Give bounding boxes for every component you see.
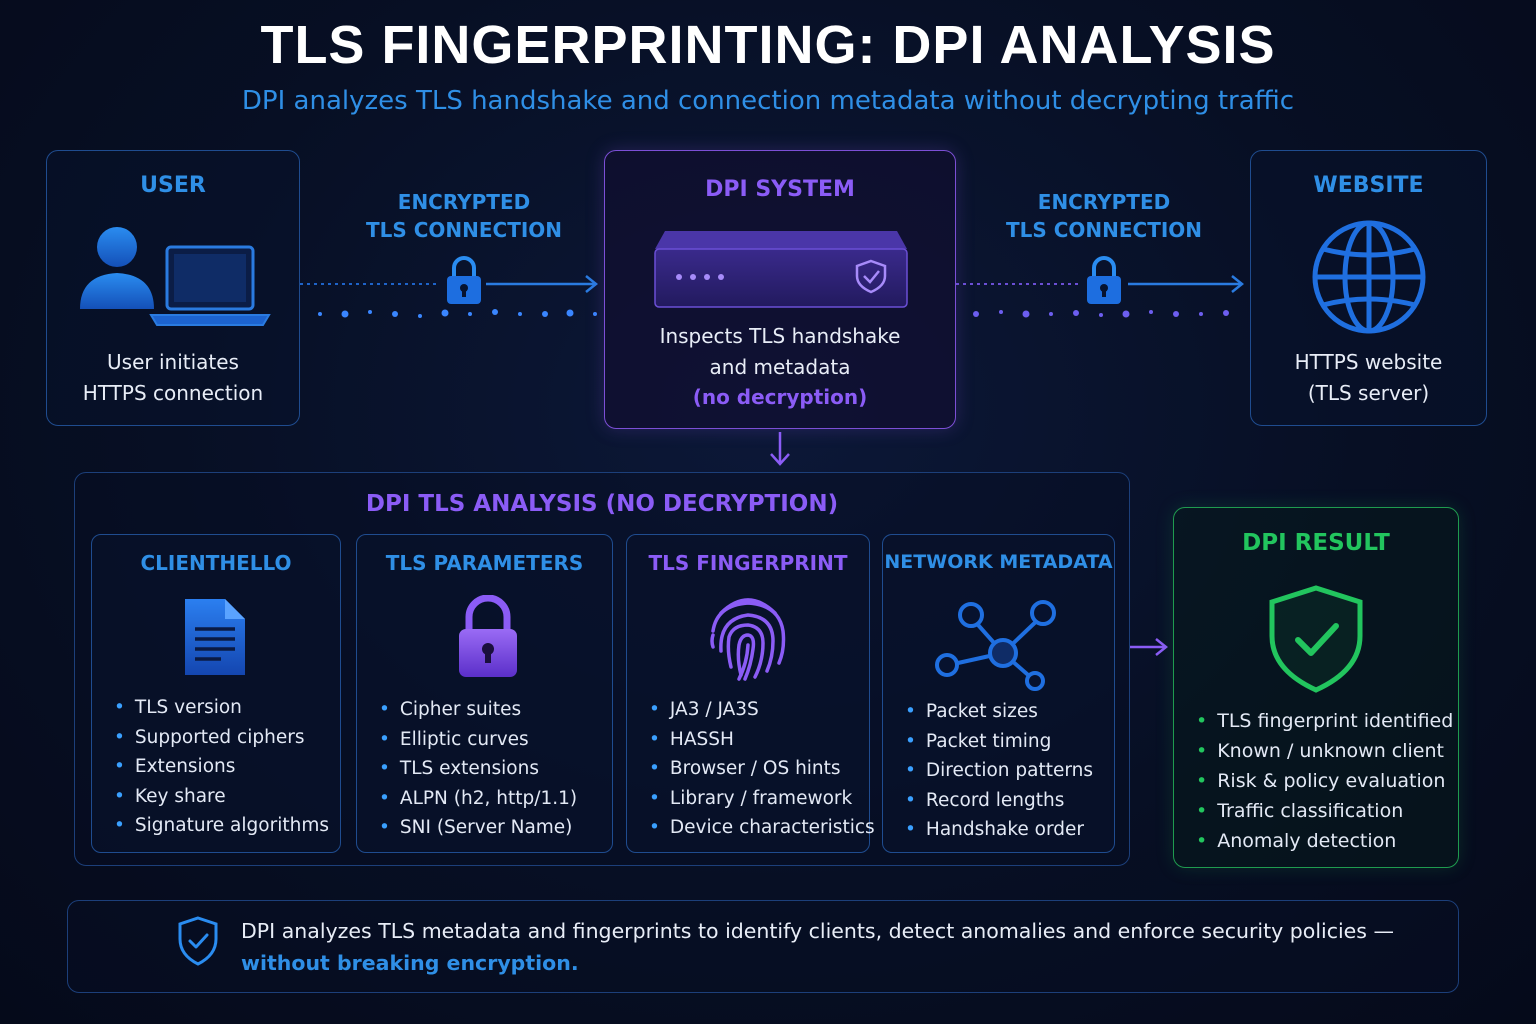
list-item: SNI (Server Name) xyxy=(379,813,606,843)
website-title: WEBSITE xyxy=(1313,173,1424,198)
dpi-system-box: DPI SYSTEM Inspects TLS handshake and me… xyxy=(604,150,956,429)
tls-fingerprint-list: JA3 / JA3S HASSH Browser / OS hints Libr… xyxy=(649,695,875,843)
list-item: HASSH xyxy=(649,725,863,755)
dpi-system-desc-3: (no decryption) xyxy=(692,385,868,409)
network-icon xyxy=(935,600,1056,691)
network-metadata-card: NETWORK METADATA Packet sizes Packet tim… xyxy=(882,534,1115,853)
list-item: Anomaly detection xyxy=(1196,826,1452,856)
dpi-result-box: DPI RESULT TLS fingerprint identified Kn… xyxy=(1173,507,1459,868)
globe-icon xyxy=(1312,220,1426,334)
connection-left-label-2: TLS CONNECTION xyxy=(365,218,563,242)
shield-check-icon xyxy=(178,916,218,966)
connection-right-label-2: TLS CONNECTION xyxy=(1005,218,1203,242)
page-title: TLS FINGERPRINTING: DPI ANALYSIS xyxy=(260,15,1276,75)
dpi-result-title: DPI RESULT xyxy=(1242,530,1390,556)
person-icon xyxy=(80,227,154,309)
tls-parameters-card: TLS PARAMETERS Cipher suites Elliptic cu… xyxy=(356,534,613,853)
footer-text: DPI analyzes TLS metadata and fingerprin… xyxy=(241,919,1394,943)
list-item: Known / unknown client xyxy=(1196,736,1452,766)
list-item: Signature algorithms xyxy=(114,811,334,841)
website-desc-1: HTTPS website xyxy=(1294,350,1443,374)
network-metadata-list: Packet sizes Packet timing Direction pat… xyxy=(905,697,1108,845)
down-arrow-icon xyxy=(770,432,790,466)
list-item: Traffic classification xyxy=(1196,796,1452,826)
connection-right-line xyxy=(956,275,1245,318)
list-item: Key share xyxy=(114,782,334,812)
clienthello-list: TLS version Supported ciphers Extensions… xyxy=(114,693,334,841)
list-item: Record lengths xyxy=(905,786,1108,816)
right-arrow-icon xyxy=(1130,638,1169,656)
list-item: JA3 / JA3S xyxy=(649,695,863,725)
list-item: Risk & policy evaluation xyxy=(1196,766,1452,796)
list-item: Supported ciphers xyxy=(114,723,334,753)
list-item: Device characteristics xyxy=(649,813,875,843)
list-item: Packet sizes xyxy=(905,697,1108,727)
tls-parameters-list: Cipher suites Elliptic curves TLS extens… xyxy=(379,695,606,843)
list-item: Cipher suites xyxy=(379,695,606,725)
connection-left-label-1: ENCRYPTED xyxy=(397,190,531,214)
website-desc-2: (TLS server) xyxy=(1307,381,1430,405)
fingerprint-icon xyxy=(710,598,786,681)
footer-note: DPI analyzes TLS metadata and fingerprin… xyxy=(67,900,1459,993)
list-item: TLS version xyxy=(114,693,334,723)
connection-left-line xyxy=(300,275,599,318)
list-item: TLS extensions xyxy=(379,754,606,784)
list-item: Packet timing xyxy=(905,727,1108,757)
card-title: TLS PARAMETERS xyxy=(385,551,584,575)
card-title: TLS FINGERPRINT xyxy=(648,551,848,575)
list-item: ALPN (h2, http/1.1) xyxy=(379,784,606,814)
tls-fingerprint-card: TLS FINGERPRINT JA3 / JA3S HASSH Browser… xyxy=(626,534,875,853)
dpi-system-desc-1: Inspects TLS handshake xyxy=(659,324,901,348)
user-desc-2: HTTPS connection xyxy=(82,381,264,405)
document-icon xyxy=(185,599,245,675)
dpi-system-title: DPI SYSTEM xyxy=(705,177,855,202)
laptop-icon xyxy=(149,245,271,326)
user-box: USER User initiates HTTPS connection xyxy=(46,150,300,426)
list-item: Elliptic curves xyxy=(379,725,606,755)
page-subtitle: DPI analyzes TLS handshake and connectio… xyxy=(241,86,1295,116)
list-item: Extensions xyxy=(114,752,334,782)
list-item: TLS fingerprint identified xyxy=(1196,706,1453,736)
dpi-system-desc-2: and metadata xyxy=(709,355,851,379)
server-appliance-icon xyxy=(654,231,908,308)
user-title: USER xyxy=(140,173,206,198)
connection-right-label-1: ENCRYPTED xyxy=(1037,190,1171,214)
lock-icon xyxy=(447,256,481,304)
footer-highlight: without breaking encryption. xyxy=(241,951,579,975)
user-desc-1: User initiates xyxy=(107,350,239,374)
list-item: Handshake order xyxy=(905,815,1108,845)
card-title: NETWORK METADATA xyxy=(884,551,1113,573)
list-item: Direction patterns xyxy=(905,756,1108,786)
clienthello-card: CLIENTHELLO TLS version Supported cipher… xyxy=(91,534,341,853)
dpi-result-list: TLS fingerprint identified Known / unkno… xyxy=(1196,706,1453,856)
shield-check-icon xyxy=(1269,585,1363,693)
website-box: WEBSITE HTTPS website (TLS server) xyxy=(1250,150,1487,426)
padlock-icon xyxy=(459,595,517,677)
analysis-title: DPI TLS ANALYSIS (NO DECRYPTION) xyxy=(365,491,839,517)
card-title: CLIENTHELLO xyxy=(140,551,292,575)
list-item: Browser / OS hints xyxy=(649,754,863,784)
list-item: Library / framework xyxy=(649,784,863,814)
lock-icon xyxy=(1087,256,1121,304)
